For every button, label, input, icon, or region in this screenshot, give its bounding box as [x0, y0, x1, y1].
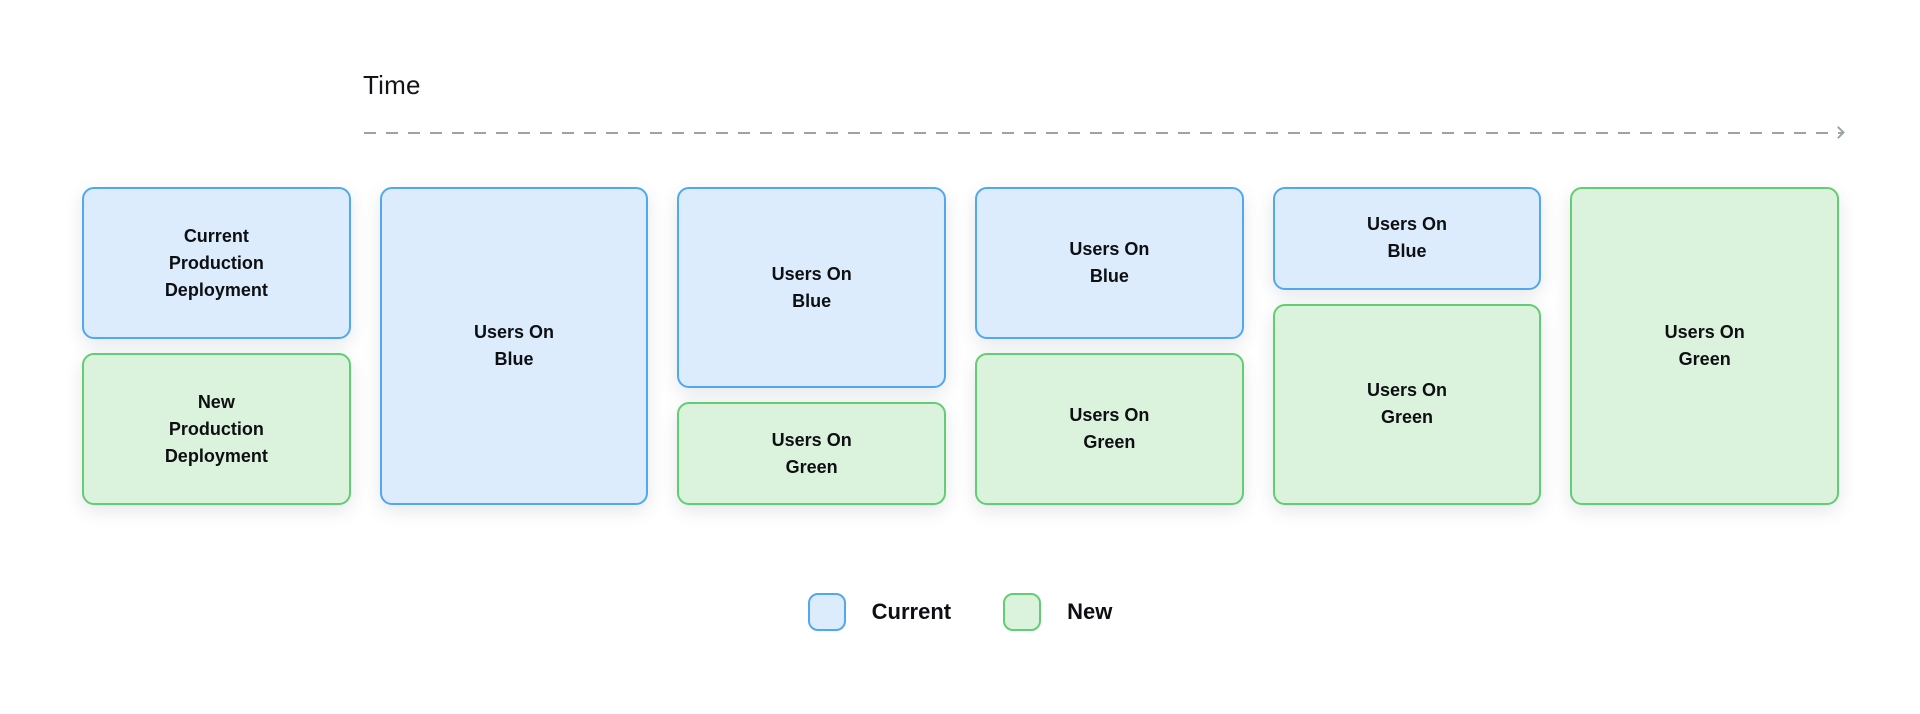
- stage-column-2: Users On Blue: [379, 187, 649, 505]
- deployment-stages: Current Production Deployment New Produc…: [82, 187, 1840, 505]
- legend: Current New: [0, 593, 1920, 631]
- box-users-on-blue-full: Users On Blue: [379, 187, 649, 505]
- legend-label-new: New: [1067, 599, 1113, 624]
- box-users-on-blue-majority: Users On Blue: [677, 187, 947, 389]
- legend-label-current: Current: [871, 599, 952, 624]
- legend-item-current: Current: [807, 593, 952, 631]
- box-users-on-blue-half: Users On Blue: [975, 187, 1244, 339]
- box-users-on-green-full: Users On Green: [1570, 187, 1840, 505]
- box-new-production-deployment: New Production Deployment: [82, 353, 351, 505]
- time-axis-dashed-line: [364, 126, 1845, 139]
- box-users-on-green-minority: Users On Green: [677, 402, 947, 505]
- box-users-on-blue-minority: Users On Blue: [1272, 187, 1542, 290]
- stage-column-1: Current Production Deployment New Produc…: [82, 187, 351, 505]
- box-users-on-green-majority: Users On Green: [1272, 303, 1542, 505]
- legend-swatch-new: [1003, 593, 1042, 631]
- time-axis-label: Time: [363, 70, 421, 100]
- box-current-production-deployment: Current Production Deployment: [82, 187, 351, 339]
- legend-swatch-current: [807, 593, 846, 631]
- arrow-right-icon: [1832, 126, 1845, 139]
- stage-column-3: Users On Blue Users On Green: [677, 187, 947, 505]
- legend-item-new: New: [1003, 593, 1112, 631]
- stage-column-5: Users On Blue Users On Green: [1272, 187, 1542, 505]
- stage-column-4: Users On Blue Users On Green: [975, 187, 1244, 505]
- stage-column-6: Users On Green: [1570, 187, 1840, 505]
- box-users-on-green-half: Users On Green: [975, 353, 1244, 505]
